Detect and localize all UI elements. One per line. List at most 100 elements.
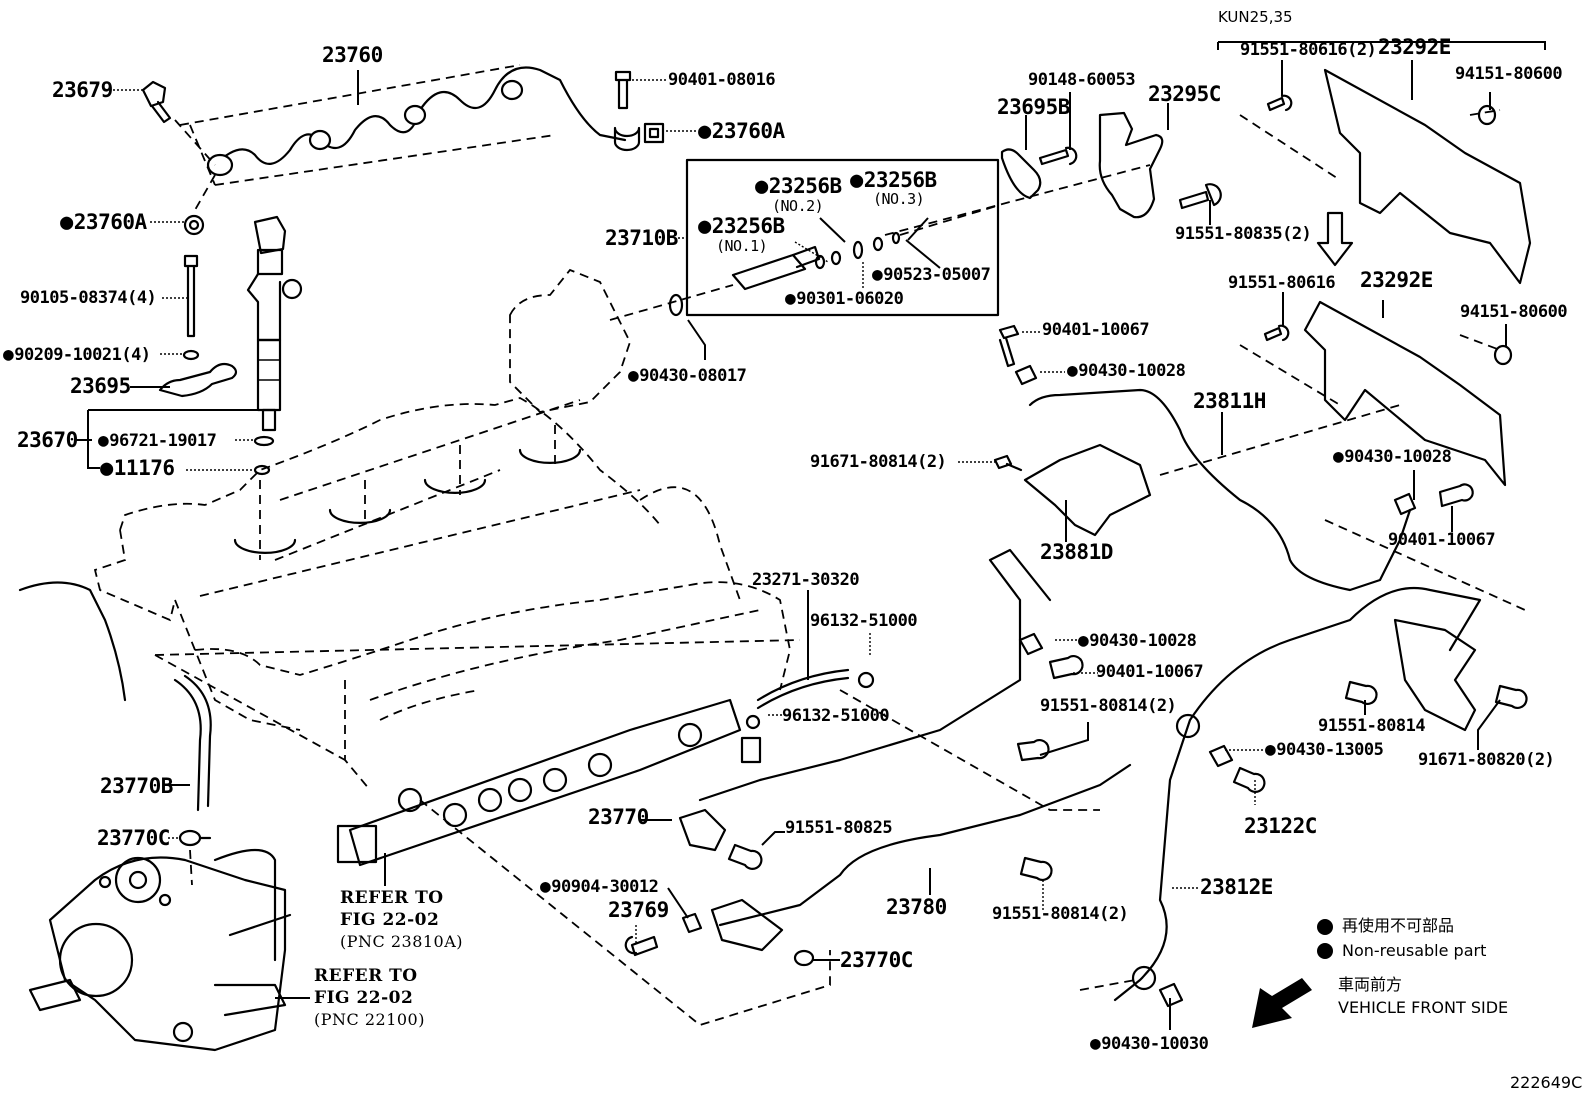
model-bracket-label: KUN25,35 bbox=[1218, 8, 1293, 26]
legend-english: Non-reusable part bbox=[1342, 941, 1487, 960]
callout-label: 23780 bbox=[886, 895, 947, 919]
callout-label: 91551-80616(2) bbox=[1240, 40, 1377, 60]
callout-label: 23710B bbox=[605, 226, 678, 250]
callout-label: 94151-80600 bbox=[1460, 302, 1568, 322]
callout-label: 90430-10028 bbox=[1333, 448, 1452, 466]
callout-label: 90523-05007 bbox=[872, 266, 991, 284]
reference-pnc: (PNC 23810A) bbox=[340, 932, 464, 951]
callout-label: 90430-10028 bbox=[1078, 632, 1197, 650]
callout-label: 96721-19017 bbox=[98, 432, 217, 450]
fasteners bbox=[141, 70, 1528, 1008]
callout-label: 90209-10021(4) bbox=[3, 346, 151, 364]
cylinder-head-outline bbox=[18, 397, 741, 731]
callout-label: 23271-30320 bbox=[752, 570, 860, 590]
callout-label: 91551-80825 bbox=[785, 818, 893, 838]
callout-label: 91551-80814 bbox=[1318, 716, 1426, 736]
callout-label: 90430-10028 bbox=[1067, 362, 1186, 380]
callout-label: 96132-51000 bbox=[782, 706, 890, 726]
fuel-pipe-23811h bbox=[1028, 388, 1412, 592]
callout-label: 91551-80616 bbox=[1228, 273, 1336, 293]
arrow-down-icon bbox=[1316, 211, 1354, 267]
callout-label: 23811H bbox=[1193, 389, 1266, 413]
callout-label: 90430-13005 bbox=[1265, 741, 1384, 759]
callout-label: 23770 bbox=[588, 805, 649, 829]
reference-line: REFER TO bbox=[340, 888, 444, 908]
callout-label: 91551-80835(2) bbox=[1175, 224, 1312, 244]
engine-block-outline bbox=[154, 581, 1100, 1027]
callout-label: 23769 bbox=[608, 898, 669, 922]
reference-line: REFER TO bbox=[314, 966, 418, 986]
callout-label: 11176 bbox=[100, 457, 175, 480]
leakage-pipe-upper bbox=[698, 548, 1052, 802]
callout-label: 23881D bbox=[1040, 540, 1113, 564]
reference-pnc: (PNC 22100) bbox=[314, 1010, 425, 1029]
callout-label: 91551-80814(2) bbox=[992, 904, 1129, 924]
fuel-pipe-23812e bbox=[1113, 586, 1482, 1002]
figure-reference[interactable]: REFER TO FIG 22-02 (PNC 23810A) bbox=[340, 887, 463, 953]
callout-label: 91671-80814(2) bbox=[810, 452, 947, 472]
callout-label: 23770B bbox=[100, 774, 173, 798]
clamp-23695 bbox=[158, 362, 238, 398]
vehicle-front-arrow-icon bbox=[1252, 978, 1312, 1028]
callout-label: 23760A bbox=[60, 211, 147, 234]
leader-lines bbox=[75, 41, 1546, 1030]
callout-label: 23256B bbox=[755, 175, 842, 198]
reference-line: FIG 22-02 bbox=[340, 910, 440, 930]
callout-label: 90401-08016 bbox=[668, 70, 776, 90]
callout-label: 23670 bbox=[17, 428, 78, 452]
callout-label: 94151-80600 bbox=[1455, 64, 1563, 84]
orientation-english: VEHICLE FRONT SIDE bbox=[1338, 998, 1509, 1017]
callout-label: 90301-06020 bbox=[785, 290, 904, 308]
bracket-23295c bbox=[1098, 111, 1164, 219]
common-rail bbox=[336, 698, 762, 867]
bracket-23292e-upper bbox=[1239, 68, 1532, 285]
callout-label: 90401-10067 bbox=[1042, 320, 1150, 340]
bracket-23881d bbox=[1023, 443, 1152, 537]
callout-label: 23679 bbox=[52, 78, 113, 102]
callout-label: 23812E bbox=[1200, 875, 1273, 899]
callout-label: 23695B bbox=[997, 95, 1070, 119]
callout-label: 90401-10067 bbox=[1388, 530, 1496, 550]
reference-line: FIG 22-02 bbox=[314, 988, 414, 1008]
callout-label: 23760 bbox=[322, 43, 383, 67]
supply-pump bbox=[28, 849, 292, 1052]
pump-housing-outline bbox=[509, 268, 631, 413]
orientation-japanese: 車両前方 bbox=[1338, 975, 1403, 994]
callout-label: 23292E bbox=[1360, 268, 1433, 292]
callout-label: 23770C bbox=[97, 826, 170, 850]
callout-label: 23695 bbox=[70, 374, 131, 398]
callout-label: 23292E bbox=[1378, 35, 1451, 59]
callout-label: 90904-30012 bbox=[540, 878, 659, 896]
callout-label: 23256B bbox=[850, 169, 937, 192]
illustration-id: 222649C bbox=[1510, 1073, 1583, 1092]
callout-label: 91671-80820(2) bbox=[1418, 750, 1555, 770]
callout-label: 90430-10030 bbox=[1090, 1035, 1209, 1053]
callout-sub: (NO.3) bbox=[873, 190, 925, 208]
callout-label: 91551-80814(2) bbox=[1040, 696, 1177, 716]
injector-23670 bbox=[246, 215, 303, 432]
callout-label: 90401-10067 bbox=[1096, 662, 1204, 682]
callout-label: 96132-51000 bbox=[810, 611, 918, 631]
callout-label: 23760A bbox=[698, 120, 785, 143]
callout-label: 90148-60053 bbox=[1028, 70, 1136, 90]
callout-label: 23256B bbox=[698, 215, 785, 238]
hose-23770b bbox=[173, 678, 202, 812]
clamp-23695b bbox=[1000, 148, 1042, 200]
callout-label: 23295C bbox=[1148, 82, 1221, 106]
callout-label: 90430-08017 bbox=[628, 367, 747, 385]
bracket-pipe-end bbox=[1393, 618, 1477, 732]
legend-bullet-icon bbox=[1317, 919, 1333, 935]
bracket-23292e-lower bbox=[1239, 300, 1507, 487]
hose-23271-30320 bbox=[756, 668, 850, 702]
callout-sub: (NO.2) bbox=[772, 197, 824, 215]
callout-label: 90105-08374(4) bbox=[20, 288, 157, 308]
legend-japanese: 再使用不可部品 bbox=[1342, 916, 1455, 935]
callout-label: 23770C bbox=[840, 948, 913, 972]
legend-bullet-icon bbox=[1317, 943, 1333, 959]
callout-sub: (NO.1) bbox=[716, 237, 768, 255]
figure-reference[interactable]: REFER TO FIG 22-02 (PNC 22100) bbox=[314, 965, 425, 1031]
injection-pipe-23760 bbox=[174, 64, 641, 211]
fuel-return-pipe-23780 bbox=[718, 763, 1132, 927]
